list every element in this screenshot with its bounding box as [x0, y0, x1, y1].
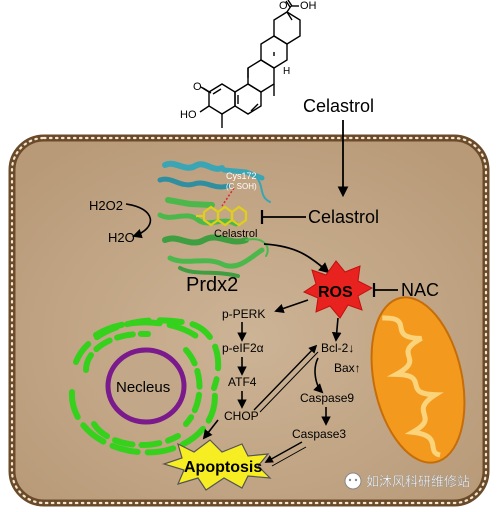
hydroxyl-label: HO [180, 109, 197, 121]
chop-to-bcl2-arrow-shadow [259, 351, 319, 413]
h2o-label: H2O [108, 230, 135, 245]
wechat-logo-icon [344, 472, 362, 490]
nucleus [105, 347, 187, 425]
chop-to-bcl2-arrow [253, 344, 318, 411]
apoptosis-burst [162, 439, 272, 491]
h2o2-conversion-arrow [125, 203, 152, 239]
cell-membrane-dots [10, 136, 488, 505]
atf4-label: ATF4 [228, 375, 257, 389]
carbonyl-oxygen-label: O [193, 81, 202, 93]
prdx2-label: Prdx2 [186, 274, 238, 296]
nac-label: NAC [401, 280, 439, 300]
celastrol-structure [199, 0, 301, 128]
celastrol-bound-label: Celastrol [214, 228, 257, 240]
peif2a-label: p-eIF2α [222, 341, 264, 355]
caspase3-label: Caspase3 [292, 427, 346, 441]
ros-to-pperk-arrow [274, 299, 309, 314]
caspase3-to-apoptosis-arrow [264, 441, 303, 463]
celastrol-label-top: Celastrol [303, 96, 374, 116]
apoptosis-label: Apoptosis [184, 459, 262, 476]
bound-celastrol-molecule [196, 205, 248, 227]
pperk-label: p-PERK [222, 307, 265, 321]
cys-soh-label: (C SOH) [226, 182, 257, 191]
caspase3-to-apoptosis-arrow-shadow [271, 446, 307, 467]
bcl2-label: Bcl-2↓ [321, 341, 354, 355]
ros-burst [302, 260, 374, 319]
cys172-label: Cys172 [226, 171, 257, 181]
ros-to-bcl2-arrow [331, 317, 342, 342]
watermark: 如沐风科研维修站 [344, 472, 470, 490]
ros-label: ROS [318, 284, 353, 301]
prdx2-protein [157, 160, 271, 278]
prdx2-to-ros-arrow [263, 243, 330, 274]
nucleus-label: Necleus [116, 379, 170, 396]
carboxyl-o-label: O [279, 0, 288, 12]
mitochondrion [370, 296, 466, 464]
celastrol-label-right: Celastrol [308, 207, 379, 227]
bcl2-to-caspase9-arrow [313, 357, 324, 394]
hydrogen-label: H [283, 66, 290, 77]
h2o2-label: H2O2 [89, 198, 123, 213]
carboxyl-oh-label: OH [300, 0, 317, 12]
bax-label: Bax↑ [334, 361, 361, 375]
chop-to-apoptosis-arrow [202, 419, 219, 440]
endoplasmic-reticulum [68, 317, 222, 456]
watermark-text: 如沐风科研维修站 [366, 474, 470, 489]
chop-label: CHOP [224, 409, 259, 423]
caspase9-label: Caspase9 [300, 391, 354, 405]
